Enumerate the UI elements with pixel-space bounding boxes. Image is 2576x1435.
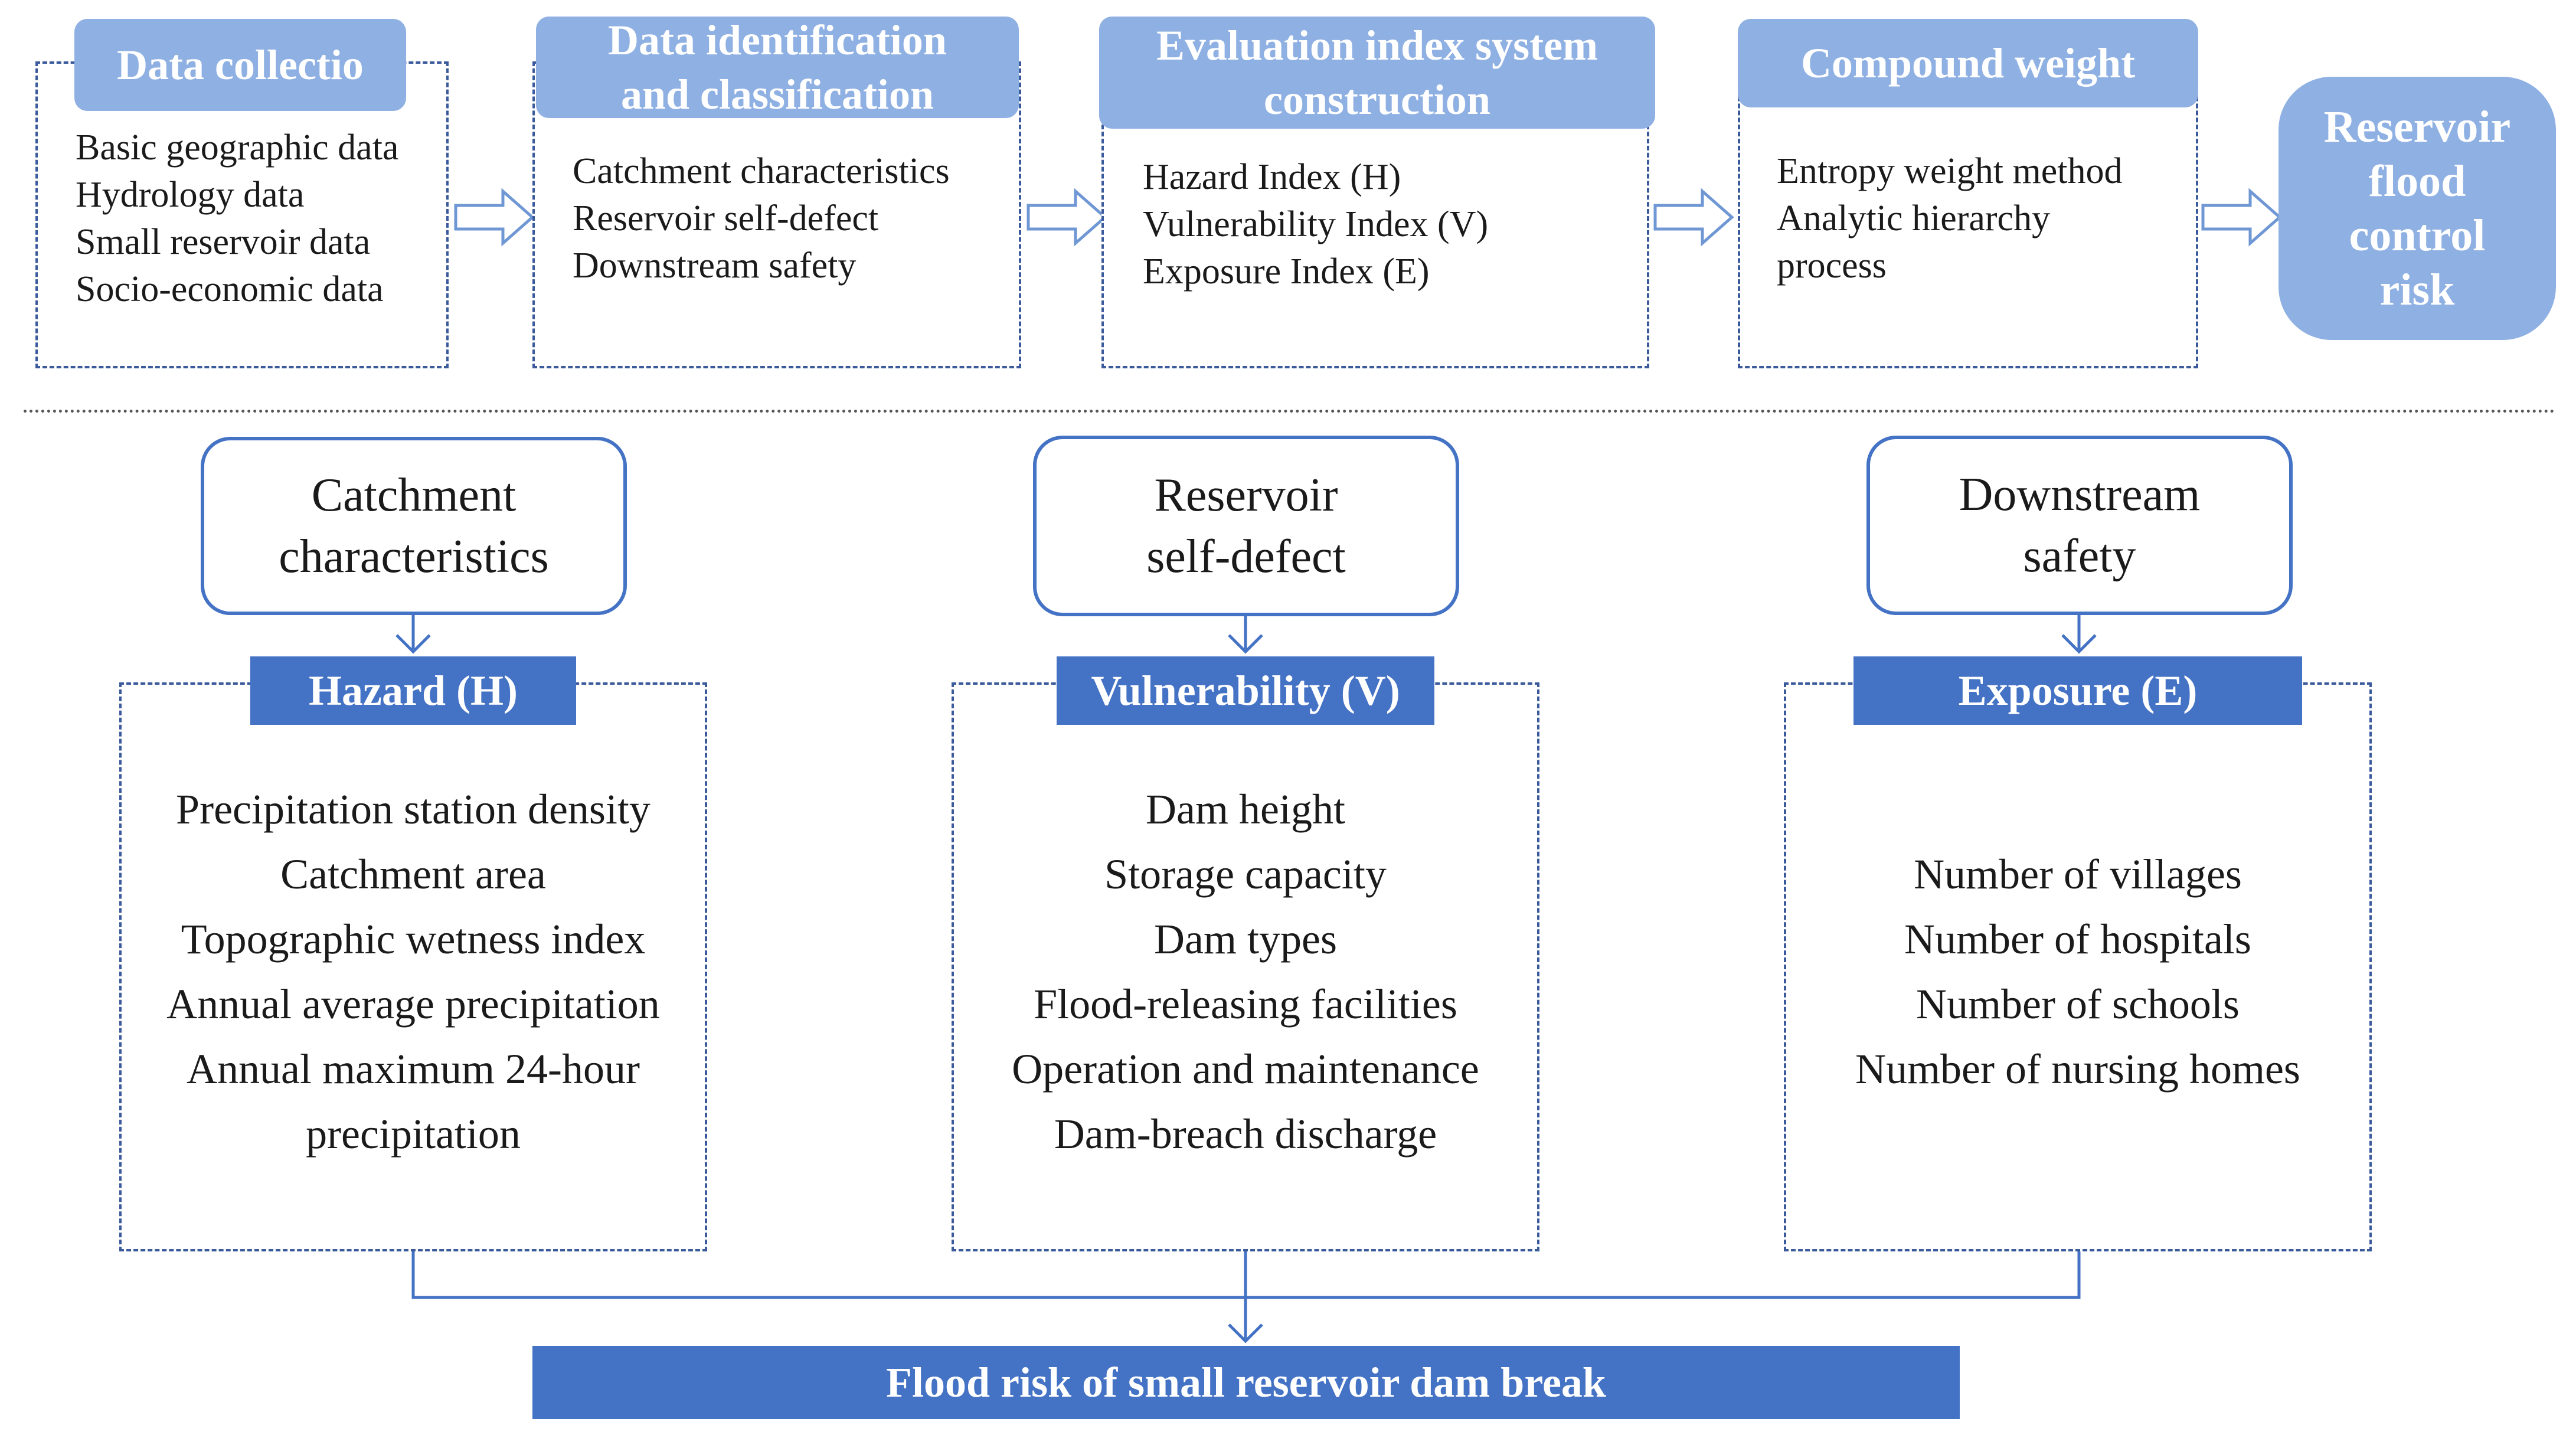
- connector-merge: [411, 1250, 2081, 1299]
- list-item: Basic geographic data: [76, 128, 399, 168]
- step-title-evaluation: Evaluation index system construction: [1099, 17, 1655, 129]
- step-box-compound-weight: [1738, 61, 2198, 368]
- final-risk-box: Reservoir flood control risk: [2278, 77, 2556, 340]
- list-item: Socio-economic data: [76, 269, 384, 309]
- section-divider: [24, 410, 2556, 413]
- step-items-compound-weight: Entropy weight method Analytic hierarchy…: [1777, 148, 2122, 289]
- list-item: Catchment area: [280, 851, 546, 898]
- step-title-identification: Data identification and classification: [536, 17, 1019, 118]
- source-reservoir: Reservoir self-defect: [1033, 436, 1459, 616]
- category-header-exposure: Exposure (E): [1853, 656, 2302, 725]
- step-box-data-collection: [35, 61, 449, 368]
- step-items-evaluation: Hazard Index (H) Vulnerability Index (V)…: [1143, 153, 1488, 295]
- source-catchment: Catchment characteristics: [201, 437, 627, 615]
- list-item: process: [1777, 246, 1887, 286]
- category-box-exposure: [1784, 682, 2372, 1251]
- arrow-right-icon: [2201, 188, 2282, 247]
- list-item: Number of nursing homes: [1855, 1045, 2300, 1093]
- list-item: Dam-breach discharge: [1054, 1110, 1437, 1158]
- list-item: Catchment characteristics: [573, 151, 950, 191]
- source-downstream: Downstream safety: [1866, 436, 2293, 615]
- list-item: Storage capacity: [1104, 851, 1387, 898]
- list-item: Topographic wetness index: [181, 916, 646, 963]
- category-header-vulnerability: Vulnerability (V): [1057, 656, 1434, 725]
- category-header-hazard: Hazard (H): [250, 656, 576, 725]
- list-item: Entropy weight method: [1777, 151, 2123, 191]
- category-box-hazard: [119, 682, 707, 1251]
- list-item: Flood-releasing facilities: [1034, 980, 1457, 1028]
- category-items-vulnerability: Dam height Storage capacity Dam types Fl…: [952, 777, 1539, 1166]
- category-items-hazard: Precipitation station density Catchment …: [119, 777, 707, 1166]
- list-item: Number of hospitals: [1904, 916, 2251, 963]
- arrow-right-icon: [1027, 188, 1107, 247]
- list-item: Dam types: [1154, 916, 1337, 963]
- list-item: Reservoir self-defect: [573, 198, 879, 238]
- result-bar: Flood risk of small reservoir dam break: [532, 1346, 1960, 1419]
- step-items-identification: Catchment characteristics Reservoir self…: [573, 148, 950, 289]
- step-title-compound-weight: Compound weight: [1738, 19, 2198, 107]
- category-box-vulnerability: [952, 682, 1539, 1251]
- list-item: Number of villages: [1914, 851, 2242, 898]
- list-item: Hazard Index (H): [1143, 157, 1401, 197]
- step-title-data-collection: Data collectio: [74, 19, 406, 111]
- list-item: Downstream safety: [573, 246, 857, 286]
- list-item: Exposure Index (E): [1143, 251, 1430, 292]
- list-item: Operation and maintenance: [1012, 1045, 1479, 1093]
- list-item: Dam height: [1146, 786, 1345, 833]
- list-item: Small reservoir data: [76, 222, 371, 262]
- list-item: Vulnerability Index (V): [1143, 204, 1489, 244]
- list-item: Annual maximum 24-hour: [187, 1045, 640, 1093]
- list-item: Hydrology data: [76, 175, 305, 215]
- arrow-right-icon: [454, 188, 535, 247]
- list-item: precipitation: [306, 1110, 521, 1158]
- category-items-exposure: Number of villages Number of hospitals N…: [1784, 842, 2372, 1101]
- list-item: Precipitation station density: [176, 786, 650, 833]
- list-item: Analytic hierarchy: [1777, 198, 2051, 238]
- list-item: Annual average precipitation: [166, 980, 660, 1028]
- arrow-right-icon: [1653, 188, 1734, 247]
- list-item: Number of schools: [1916, 980, 2240, 1028]
- step-items-data-collection: Basic geographic data Hydrology data Sma…: [76, 124, 398, 313]
